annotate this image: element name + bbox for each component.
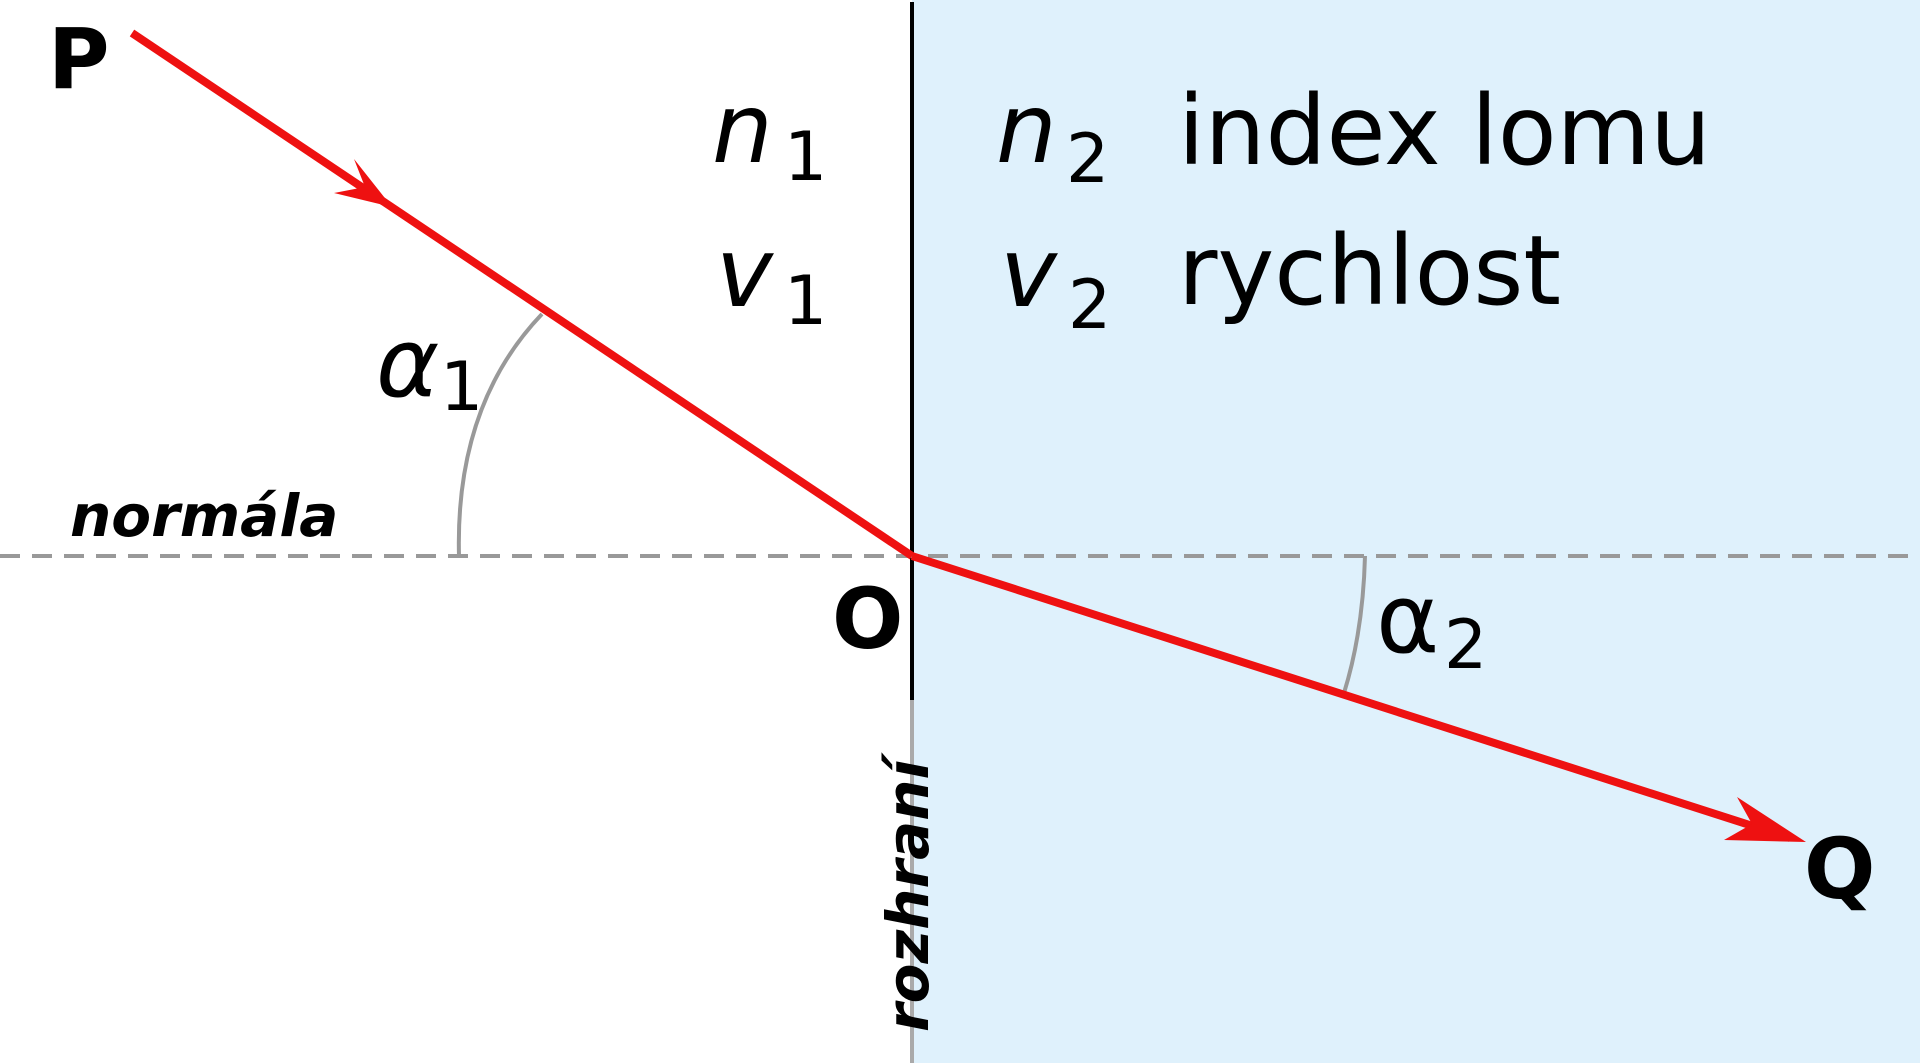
v2-description: rychlost: [1178, 215, 1561, 327]
incident-ray: [129, 29, 915, 560]
normal-label: normála: [70, 482, 338, 550]
refracted-ray: [910, 552, 1792, 842]
point-O-label: O: [832, 570, 903, 668]
alpha2-symbol: α: [1376, 563, 1439, 675]
v2-subscript: 2: [1068, 266, 1111, 345]
alpha2-subscript: 2: [1444, 606, 1487, 685]
angle-alpha2-arc: [1342, 555, 1367, 694]
interface-label: rozhraní: [874, 751, 942, 1032]
angle-alpha1-arc: [456, 312, 544, 557]
n2-symbol: n: [996, 73, 1057, 185]
v2-symbol: v: [1000, 217, 1058, 329]
medium-2-region: [912, 0, 1920, 1063]
alpha1-symbol: α: [376, 307, 439, 419]
point-P-label: P: [48, 10, 110, 108]
point-Q-label: Q: [1804, 820, 1875, 918]
n1-symbol: n: [712, 73, 773, 185]
alpha1-subscript: 1: [440, 348, 483, 427]
n2-subscript: 2: [1066, 120, 1109, 199]
incident-ray-arrowhead: [334, 159, 392, 207]
v1-symbol: v: [716, 217, 774, 329]
n1-subscript: 1: [784, 118, 827, 197]
v1-subscript: 1: [784, 262, 827, 341]
n2-description: index lomu: [1178, 75, 1711, 187]
refracted-ray-arrowhead: [1724, 797, 1806, 842]
